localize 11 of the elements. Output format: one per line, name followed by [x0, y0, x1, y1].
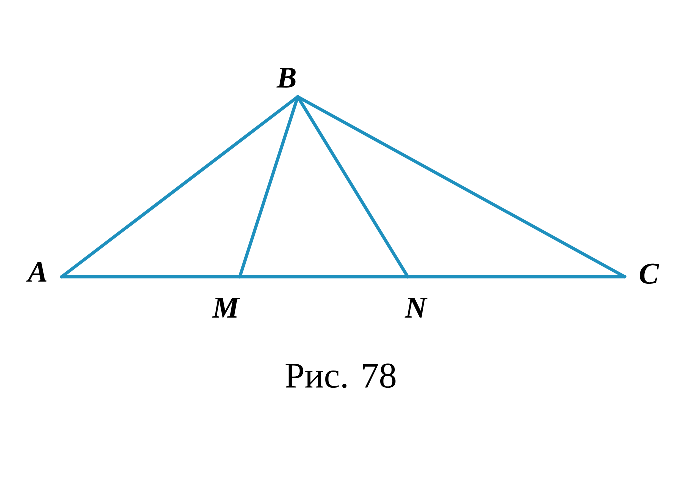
line-segment [238, 95, 300, 279]
caption: Рис. 78 [286, 364, 396, 388]
point-label: A [26, 262, 47, 282]
point-label: N [404, 298, 428, 318]
line-segment [406, 275, 627, 279]
point-label: M [212, 298, 240, 318]
line-segment [238, 275, 410, 279]
line-segment [60, 275, 242, 279]
line-segment [296, 95, 410, 279]
point-label: B [276, 68, 296, 88]
point-label: C [640, 264, 660, 284]
